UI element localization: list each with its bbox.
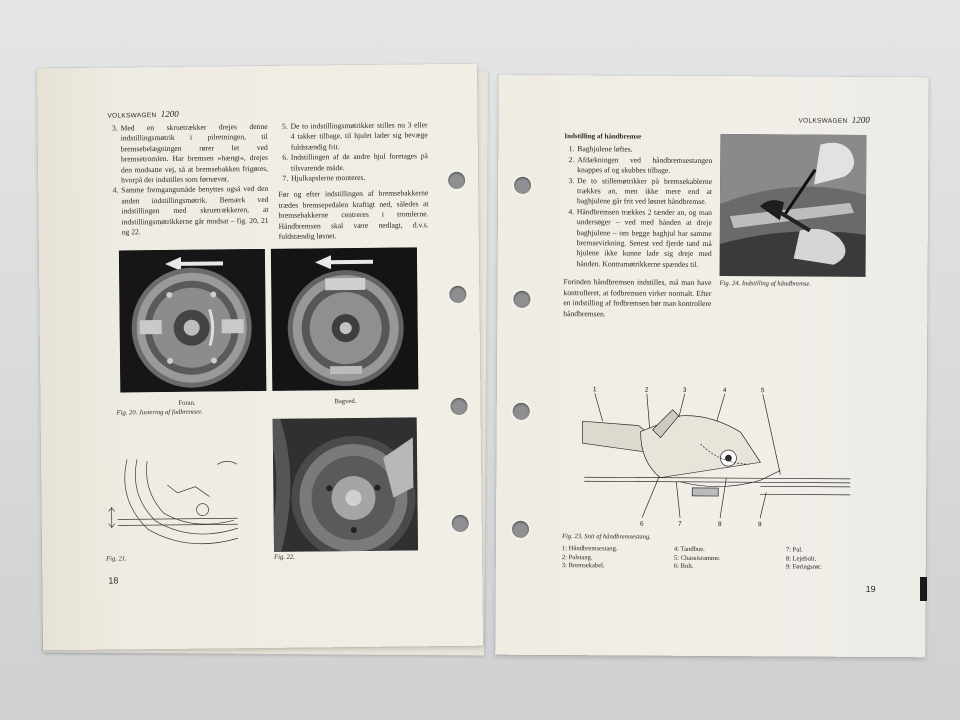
punch-hole: [514, 176, 532, 194]
legend-item: 3: Bremsekabel.: [561, 562, 605, 570]
right-page-header: VOLKSWAGEN 1200: [798, 115, 869, 125]
page-number-right: 19: [865, 583, 876, 595]
brake-drum-rear-photo: [270, 247, 419, 391]
legend-col-2: 4: Tandbue. 5: Chassisramme. 6: Bolt.: [674, 546, 721, 572]
list-item: Hjulkapslerne monteres.: [290, 172, 428, 184]
fig22-photo: [272, 417, 419, 552]
photo-label-back: Bagved.: [334, 397, 357, 406]
legend-col-3: 7: Pal. 8: Lejebolt. 9: Føringsrør.: [786, 546, 822, 572]
header-brand: VOLKSWAGEN: [107, 112, 157, 120]
diagram-label-2: 2: [645, 387, 649, 394]
list-item: Samme fremgangsmåde benyttes også ved de…: [120, 184, 269, 238]
legend-item: 4: Tandbue.: [673, 545, 705, 553]
punch-hole: [449, 285, 467, 304]
list-item: Med en skruetrækker drejes denne indstil…: [120, 122, 269, 186]
fig23-handbrake-diagram: 1 2 3 4 5 6 7 8 9: [580, 381, 871, 533]
fig24-caption: Fig. 24. Indstilling af håndbremse.: [719, 280, 812, 288]
paragraph: Forinden håndbremsen indstilles, må man …: [563, 277, 712, 318]
punch-hole: [513, 290, 531, 308]
legend-item: 5: Chassisramme.: [673, 554, 721, 562]
legend-item: 6: Bolt.: [673, 562, 694, 571]
diagram-label-6: 6: [640, 521, 644, 528]
header-model: 1200: [851, 114, 870, 125]
legend-col-1: 1: Håndbremsestang. 2: Palstang. 3: Brem…: [562, 545, 618, 571]
legend-item: 2: Palstang.: [561, 553, 593, 561]
left-page: VOLKSWAGEN 1200 Med en skruetrækker drej…: [36, 63, 484, 651]
fig24-photo: [719, 134, 867, 277]
diagram-label-5: 5: [761, 387, 765, 394]
brake-drum-front-photo: [118, 248, 267, 393]
page-edge-tab: [920, 577, 927, 601]
right-page: VOLKSWAGEN 1200 Indstilling af håndbrems…: [495, 74, 929, 658]
header-brand: VOLKSWAGEN: [798, 117, 848, 125]
punch-hole: [451, 514, 469, 533]
diagram-label-4: 4: [723, 387, 727, 394]
instruction-list-2: De to indstillingsmøtrikker stilles nu 3…: [278, 120, 429, 184]
diagram-label-3: 3: [683, 387, 687, 394]
handbrake-steps: Baghjulene løftes. Afdækningen ved håndb…: [564, 145, 713, 271]
list-item: Baghjulene løftes.: [576, 145, 712, 156]
section-title: Indstilling af håndbremse: [564, 132, 642, 141]
legend-item: 8: Lejebolt.: [785, 555, 817, 563]
list-item: Afdækningen ved håndbremsestangen knappe…: [576, 155, 712, 177]
fig20-caption: Fig. 20. Justering af fodbremser.: [116, 408, 203, 417]
paragraph: Før og efter indstillingen af bremsebakk…: [278, 188, 429, 241]
diagram-label-8: 8: [718, 521, 722, 528]
page-number-left: 18: [108, 575, 119, 586]
legend-item: 7: Pal.: [785, 546, 803, 554]
right-text-column: Indstilling af håndbremse Baghjulene løf…: [563, 131, 712, 324]
list-item: Indstillingen af de andre hjul foretages…: [290, 151, 428, 173]
legend-item: 9: Føringsrør.: [785, 563, 822, 571]
punch-hole: [512, 402, 530, 420]
header-model: 1200: [160, 108, 179, 120]
legend-item: 1: Håndbremsestang.: [561, 545, 618, 553]
punch-hole: [450, 397, 468, 416]
punch-hole: [511, 520, 530, 538]
left-column-2: De to indstillingsmøtrikker stilles nu 3…: [278, 120, 429, 246]
fig23-caption: Fig. 23. Snit af håndbremsestang.: [561, 533, 651, 541]
diagram-label-9: 9: [758, 521, 762, 528]
left-page-header: VOLKSWAGEN 1200: [107, 109, 178, 120]
fig21-caption: Fig. 21.: [106, 555, 127, 563]
list-item: Håndbremsen trækkes 2 tænder an, og man …: [576, 207, 712, 270]
diagram-label-7: 7: [678, 521, 682, 528]
list-item: De to indstillingsmøtrikker stilles nu 3…: [290, 120, 428, 153]
instruction-list-1: Med en skruetrækker drejes denne indstil…: [108, 122, 269, 238]
diagram-label-1: 1: [593, 386, 597, 393]
list-item: De to stillemøtrikker på bremsekablerne …: [576, 176, 712, 208]
fig21-drawing: [107, 454, 258, 554]
fig22-caption: Fig. 22.: [274, 553, 295, 561]
punch-hole: [448, 171, 466, 190]
left-column-1: Med en skruetrækker drejes denne indstil…: [108, 122, 269, 238]
photo-label-front: Foran.: [178, 399, 196, 407]
